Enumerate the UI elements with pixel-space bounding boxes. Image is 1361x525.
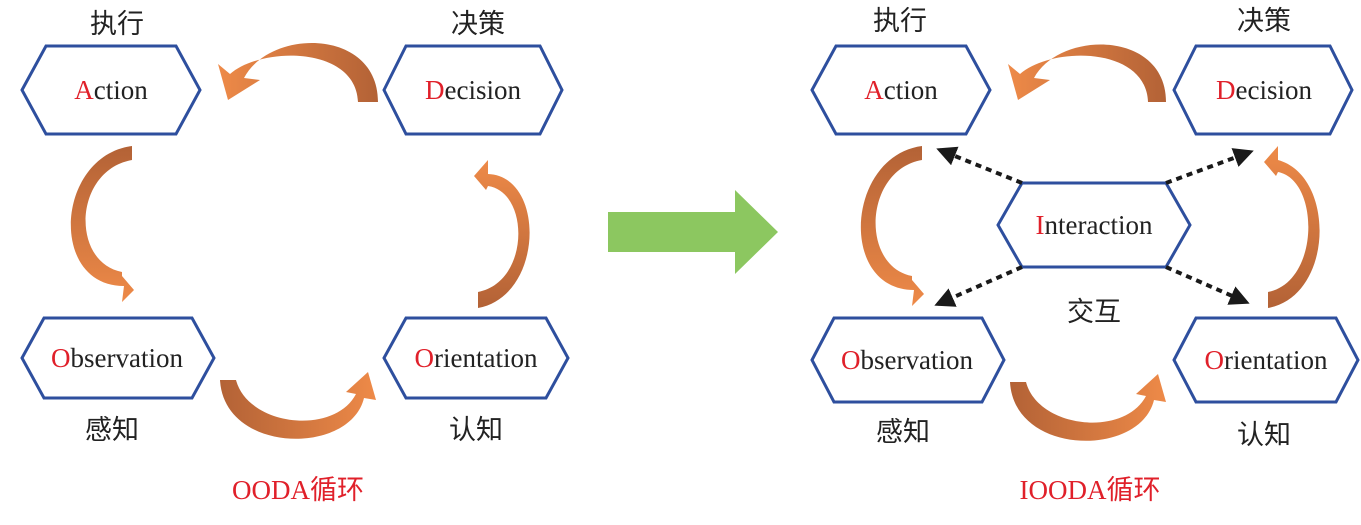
ooda-caption: OODA循环	[232, 475, 364, 505]
right-action-rest: ction	[884, 75, 938, 105]
iooda-caption: IOODA循环	[1020, 475, 1161, 505]
right-orientation-rest: rientation	[1224, 345, 1328, 375]
left-orientation-node: Orientation	[382, 316, 570, 400]
right-arrow-orientation-to-decision	[1264, 146, 1320, 308]
right-orientation-initial: O	[1205, 345, 1225, 375]
left-arrow-observation-to-orientation	[220, 372, 376, 439]
left-decision-cn-label: 决策	[451, 9, 505, 40]
left-orientation-rest: rientation	[434, 343, 538, 373]
right-orientation-label: Orientation	[1205, 345, 1328, 375]
left-arrow-decision-to-action	[218, 43, 378, 102]
left-observation-label: Observation	[51, 343, 183, 373]
left-observation-initial: O	[51, 343, 71, 373]
left-arrow-action-to-observation	[70, 146, 134, 302]
right-action-initial: A	[864, 75, 884, 105]
right-observation-node: Observation	[810, 316, 1006, 404]
left-observation-rest: bservation	[71, 343, 184, 373]
right-decision-cn-label: 决策	[1237, 6, 1291, 37]
left-observation-node: Observation	[20, 316, 216, 400]
left-action-node: Action	[20, 44, 202, 136]
right-arrow-action-to-observation	[860, 146, 924, 306]
left-action-initial: A	[74, 75, 94, 105]
left-decision-label: Decision	[425, 75, 521, 105]
left-action-label: Action	[74, 75, 148, 105]
right-orientation-node: Orientation	[1172, 316, 1360, 404]
iooda-diagram: Action 执行 Decision 决策 Interaction 交互 Obs…	[810, 6, 1360, 505]
right-observation-rest: bservation	[861, 345, 974, 375]
right-action-label: Action	[864, 75, 938, 105]
right-observation-cn-label: 感知	[876, 417, 930, 448]
left-decision-initial: D	[425, 75, 445, 105]
right-decision-node: Decision	[1172, 44, 1354, 136]
right-interaction-initial: I	[1036, 210, 1045, 240]
left-decision-rest: ecision	[445, 75, 522, 105]
right-arrow-observation-to-orientation	[1010, 374, 1166, 441]
right-observation-label: Observation	[841, 345, 973, 375]
right-action-cn-label: 执行	[873, 6, 927, 37]
dashed-arrow-to-observation	[934, 265, 1023, 307]
dashed-arrow-to-decision	[1165, 148, 1254, 185]
right-interaction-label: Interaction	[1036, 210, 1153, 240]
right-interaction-cn-label: 交互	[1067, 297, 1121, 328]
transition-arrow	[608, 190, 778, 274]
right-decision-initial: D	[1216, 75, 1236, 105]
left-action-rest: ction	[94, 75, 148, 105]
left-action-cn-label: 执行	[90, 9, 144, 40]
ooda-diagram: Action 执行 Decision 决策 Observation 感知 Ori…	[20, 9, 570, 505]
left-decision-node: Decision	[382, 44, 564, 136]
left-orientation-label: Orientation	[415, 343, 538, 373]
dashed-arrow-to-orientation	[1165, 265, 1250, 305]
right-interaction-rest: nteraction	[1045, 210, 1153, 240]
dashed-arrow-to-action	[936, 146, 1023, 185]
left-arrow-orientation-to-decision	[474, 160, 530, 308]
right-decision-rest: ecision	[1236, 75, 1313, 105]
left-orientation-cn-label: 认知	[449, 415, 503, 446]
right-arrow-decision-to-action	[1008, 44, 1166, 102]
right-interaction-node: Interaction	[996, 181, 1192, 269]
left-orientation-initial: O	[415, 343, 435, 373]
left-observation-cn-label: 感知	[85, 415, 139, 446]
right-orientation-cn-label: 认知	[1237, 420, 1291, 451]
right-decision-label: Decision	[1216, 75, 1312, 105]
right-action-node: Action	[810, 44, 992, 136]
right-observation-initial: O	[841, 345, 861, 375]
